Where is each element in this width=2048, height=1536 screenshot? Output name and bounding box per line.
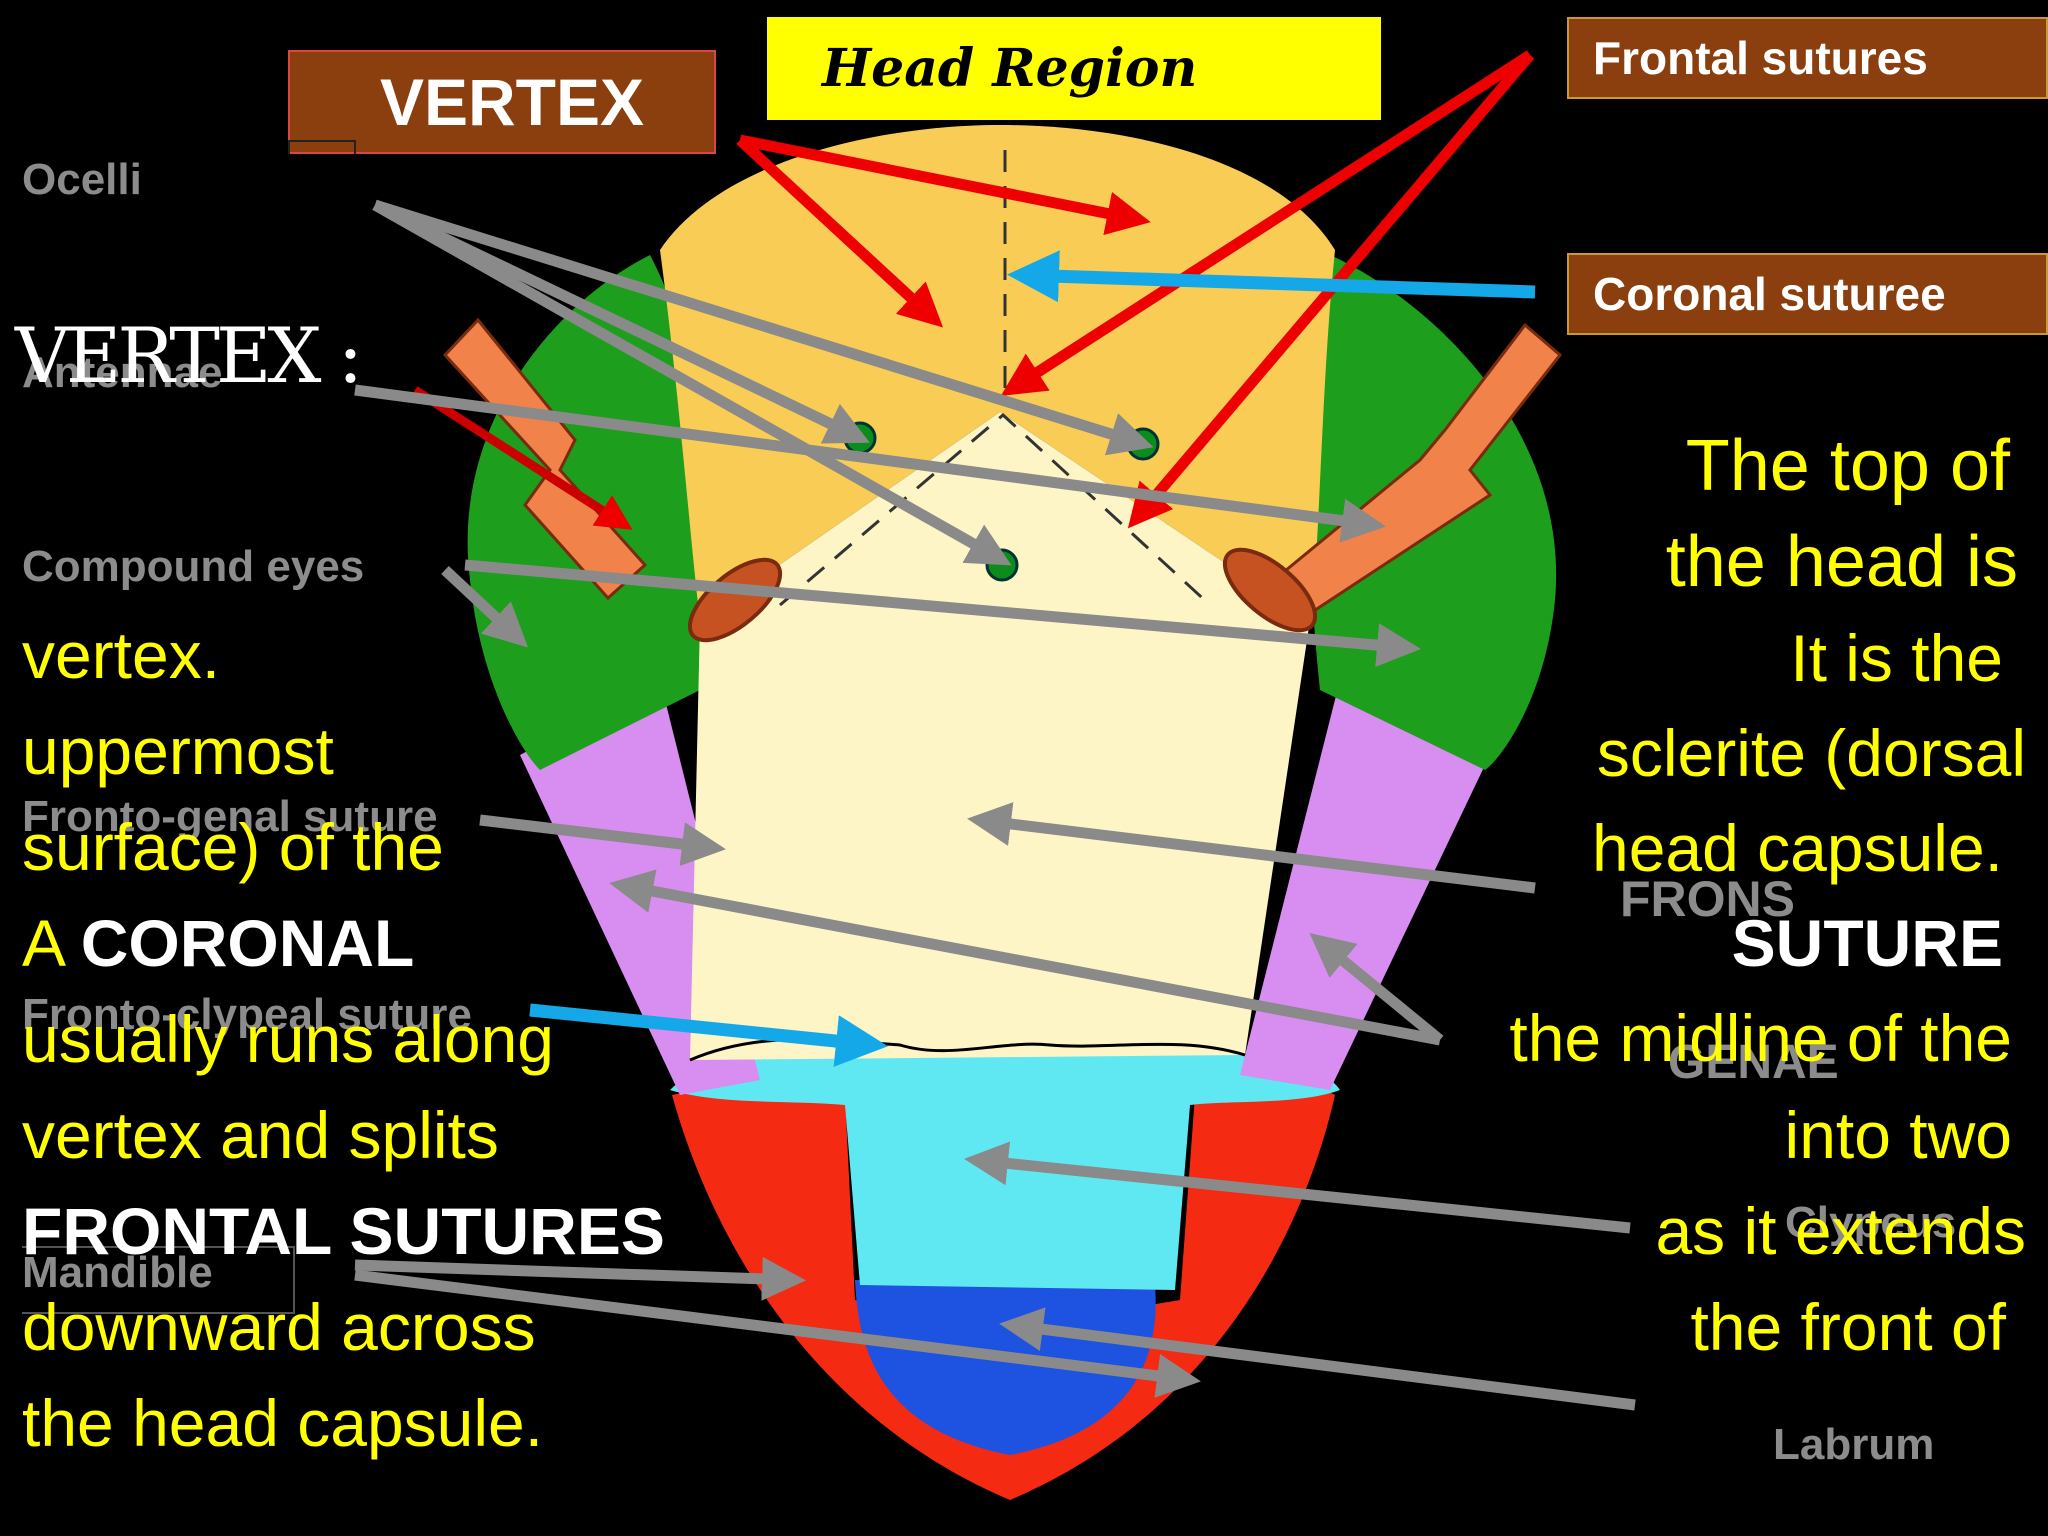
- right-text-line-1: The top of: [1685, 426, 2010, 506]
- label-fronto-clypeal: Fronto-clypeal suture: [22, 990, 472, 1039]
- left-text-line-7: FRONTAL SUTURES: [22, 1194, 665, 1268]
- label-ocelli: Ocelli: [22, 155, 142, 204]
- label-mandible: Mandible: [22, 1246, 295, 1314]
- left-text-line-9: the head capsule.: [22, 1386, 544, 1460]
- arrow-fronto-genal: [479, 814, 726, 866]
- left-text-line-1: vertex.: [22, 618, 221, 692]
- left-text-line-5: usually runs along: [22, 1002, 554, 1076]
- right-text-line-2: the head is: [1665, 522, 2018, 602]
- arrow-ocelli-1: [372, 200, 870, 444]
- labrum-shape: [855, 1280, 1156, 1455]
- label-labrum: Labrum: [1773, 1420, 1935, 1469]
- right-text-line-6: SUTURE: [1731, 906, 2003, 980]
- label-compound-eyes: Compound eyes: [22, 542, 365, 591]
- right-text-line-5: head capsule.: [1592, 811, 2003, 885]
- right-text-line-8: into two: [1784, 1098, 2012, 1172]
- arrow-vertex-2: [736, 135, 944, 328]
- label-genae: GENAE: [1668, 1036, 1839, 1089]
- arrow-vertex-1: [738, 134, 1151, 236]
- title-box: Head Region: [767, 17, 1381, 120]
- vertex-box-notch: [288, 140, 356, 154]
- left-text-line-2: uppermost: [22, 714, 334, 788]
- page-title: Head Region: [822, 38, 1198, 99]
- left-text-line-3: surface) of the: [22, 810, 444, 884]
- frons-shape: [690, 412, 1310, 1060]
- label-clypeus: Clypeus: [1785, 1198, 1957, 1247]
- left-text-line-8: downward across: [22, 1290, 536, 1364]
- arrow-genae-right: [1309, 933, 1444, 1045]
- frontal-sutures-text: Frontal sutures: [1593, 32, 1928, 84]
- vertex-label-box: VERTEX: [288, 50, 716, 154]
- antenna-socket-left: [687, 557, 783, 643]
- vertex-heading: VERTEX :: [15, 311, 363, 400]
- arrow-antennae: [354, 384, 1386, 543]
- left-text-line-4a: A: [22, 906, 81, 980]
- arrow-fronto-clypeal: [529, 1003, 888, 1067]
- arrow-mandible-1: [354, 1256, 806, 1301]
- gena-right-shape: [1240, 680, 1485, 1090]
- arrow-eye-left: [441, 565, 529, 648]
- right-text-line-3: It is the: [1790, 621, 2003, 695]
- left-text-line-6: vertex and splits: [22, 1098, 499, 1172]
- arrow-clypeus: [964, 1141, 1631, 1234]
- right-text-line-9: as it extends: [1655, 1194, 2026, 1268]
- right-text-line-4: sclerite (dorsal: [1596, 716, 2026, 790]
- arrow-ocelli-3: [372, 200, 1012, 566]
- arrow-labrum: [999, 1307, 1636, 1411]
- arrow-frons: [967, 802, 1536, 894]
- antenna-socket-right: [1222, 547, 1318, 633]
- coronal-suture-text: Coronal suturee: [1593, 268, 1946, 320]
- right-text-line-10: the front of: [1690, 1290, 2006, 1364]
- frontal-sutures-box: Frontal sutures: [1567, 17, 2048, 99]
- coronal-suture-box: Coronal suturee: [1567, 253, 2048, 335]
- right-text-line-7: the midline of the: [1509, 1001, 2012, 1075]
- vertex-box-text: VERTEX: [379, 65, 645, 139]
- coronal-emphasis: CORONAL: [80, 906, 415, 980]
- arrow-coronal: [1007, 250, 1536, 303]
- arrow-frontal-1: [1000, 50, 1533, 396]
- left-text-line-4: A CORONAL: [22, 910, 414, 976]
- arrow-antenna-red: [412, 386, 633, 530]
- arrow-ocelli-2: [373, 199, 1154, 456]
- arrow-genae-left: [609, 869, 1442, 1046]
- label-antennae: Antennae: [22, 348, 223, 397]
- arrow-mandible-2: [354, 1269, 1201, 1398]
- frontal-suture-line: [779, 412, 1212, 607]
- arrow-eye-right: [464, 559, 1421, 668]
- label-fronto-genal: Fronto-genal suture: [22, 792, 438, 841]
- label-frons: FRONS: [1620, 871, 1795, 927]
